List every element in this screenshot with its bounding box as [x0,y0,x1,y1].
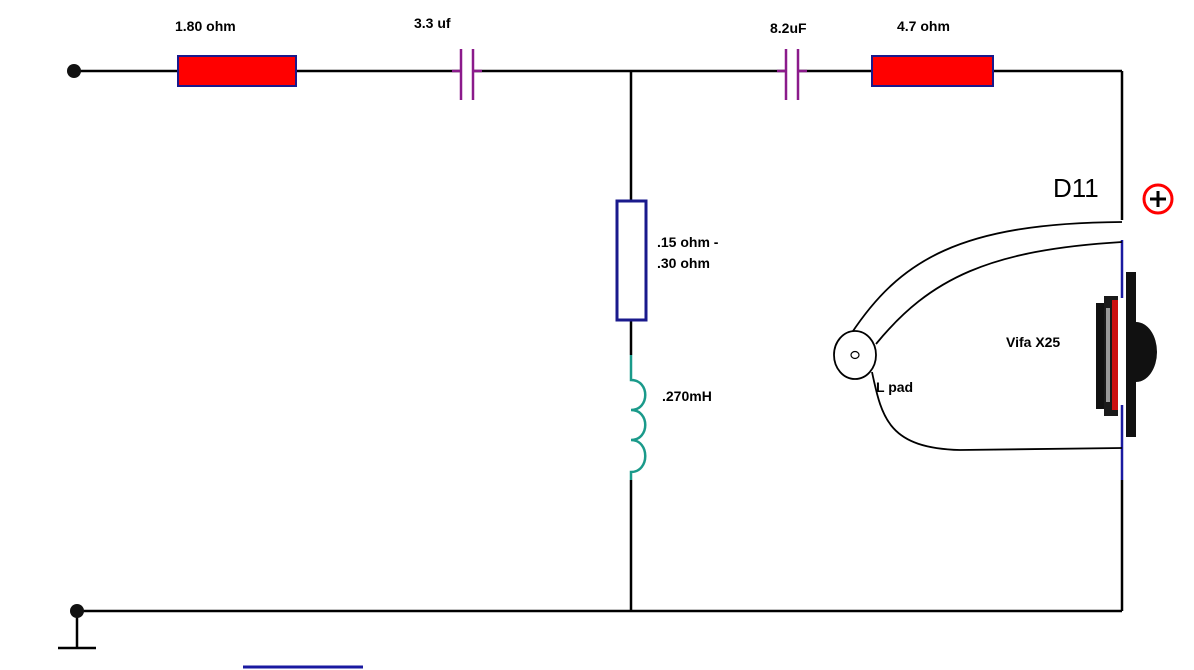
resistor-1-label: 1.80 ohm [175,18,236,34]
tweeter-speaker-icon [1096,272,1157,437]
resistor-2-label: 4.7 ohm [897,18,950,34]
driver-id-label: D11 [1053,173,1099,203]
wires [58,69,1124,650]
capacitor-2-label: 8.2uF [770,20,807,36]
input-terminal-bottom [70,604,84,618]
lpad-cable [850,221,1123,451]
inductor-label: .270mH [662,388,712,404]
capacitor-8-2uf [777,49,807,100]
input-terminal-top [67,64,81,78]
resistor-shunt-label-line2: .30 ohm [657,255,710,271]
resistor-shunt-label-line1: .15 ohm - [657,234,719,250]
driver-name-label: Vifa X25 [1006,334,1060,350]
lpad-label: L pad [876,379,913,395]
resistor-1-80-ohm [177,55,297,87]
capacitor-1-label: 3.3 uf [414,15,451,31]
resistor-4-7-ohm [871,55,994,87]
capacitor-3-3uf [452,49,482,100]
resistor-shunt [615,199,648,322]
lpad-knob-center [850,350,860,360]
inductor-coil [629,355,647,480]
polarity-plus-icon [1142,183,1174,215]
